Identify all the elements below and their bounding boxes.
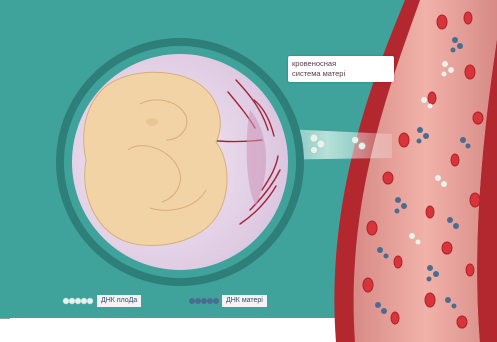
callout-line-1: кровеносная (292, 59, 390, 69)
maternal-circulation-callout: кровеносная система матері (288, 56, 394, 82)
fetus (84, 72, 227, 245)
corner-mark (0, 318, 10, 319)
callout-line-2: система матері (292, 69, 390, 79)
fetal-dna-icon (63, 298, 93, 304)
maternal-dna-icon (189, 298, 219, 304)
legend-label-maternal-dna: ДНК матері (222, 295, 267, 307)
legend-item-maternal-dna: ДНК матері (222, 294, 267, 308)
legend-item-fetal-dna: ДНК плоДа (97, 294, 141, 308)
legend-label-fetal-dna: ДНК плоДа (97, 295, 141, 307)
